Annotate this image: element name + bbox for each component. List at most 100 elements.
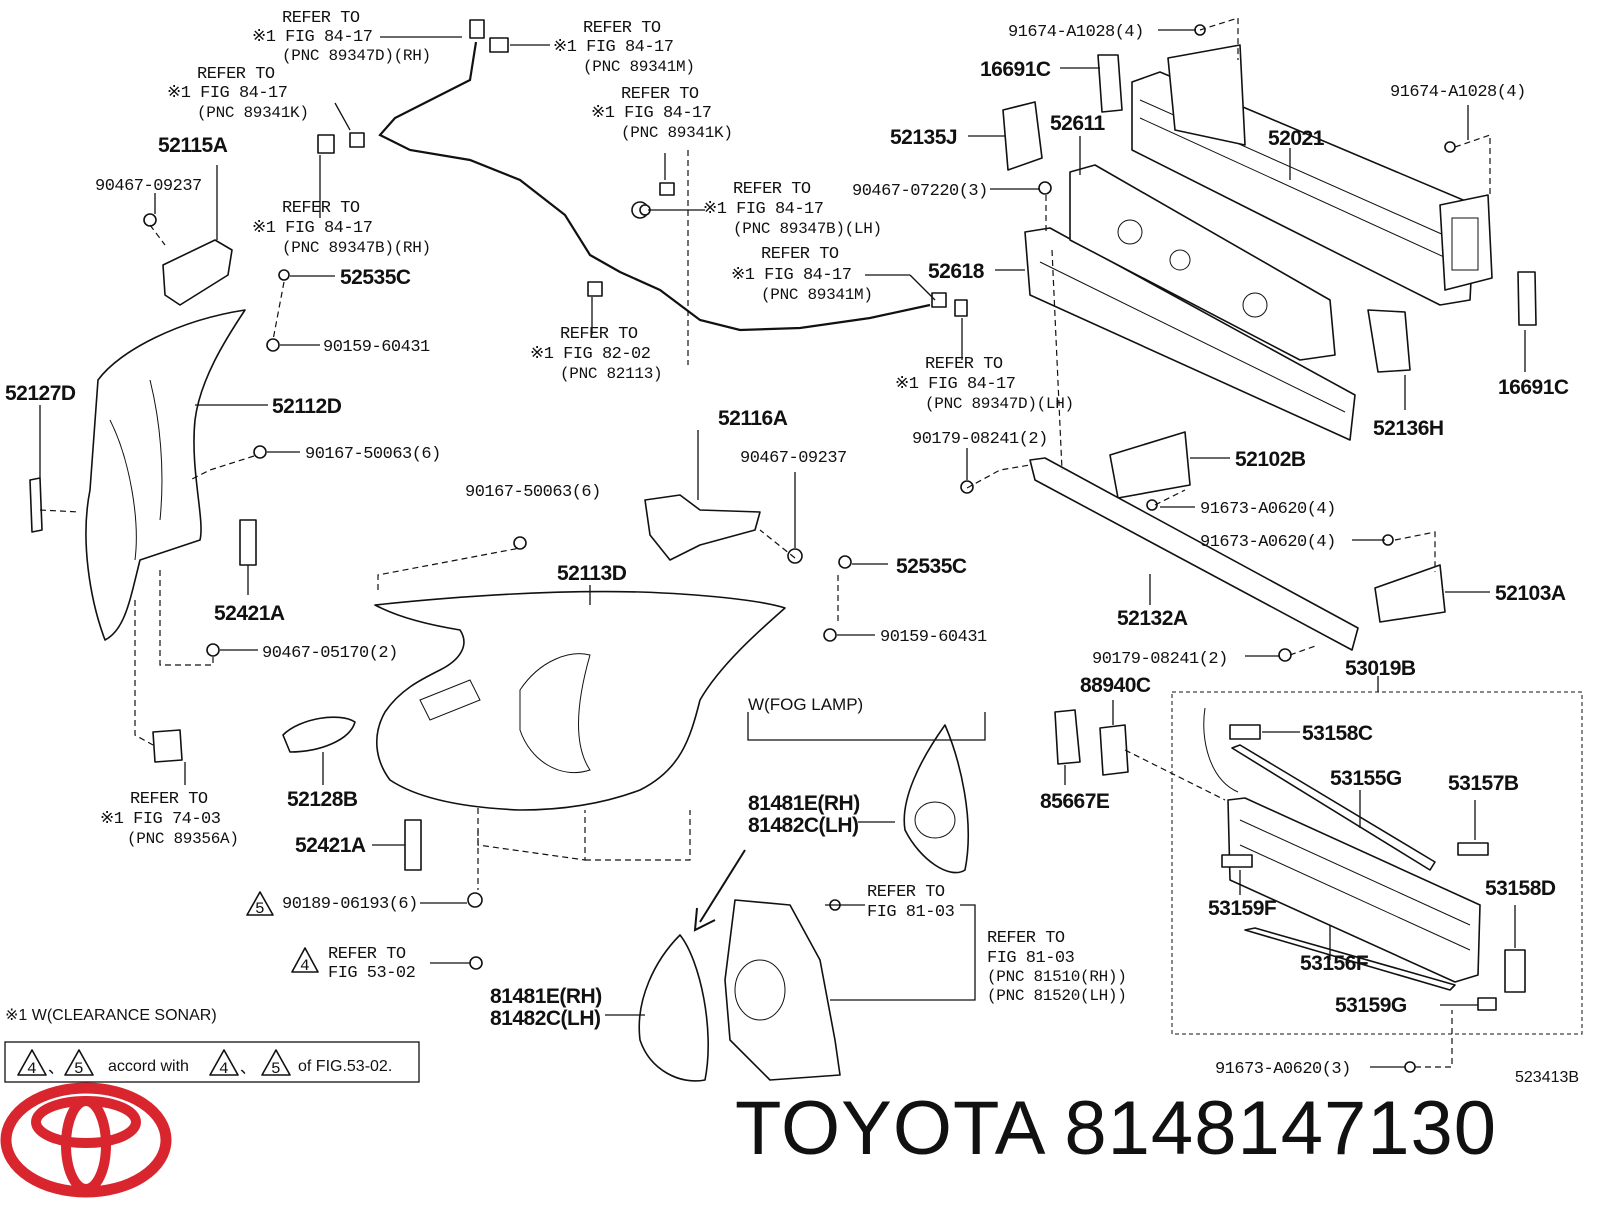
callout-refer-81-03-b: REFER TO FIG 81-03 (PNC 81510(RH)) (PNC … xyxy=(987,929,1127,1005)
callout-line: FIG 81-03 xyxy=(987,949,1075,968)
part-label: 91673-A0620(3) xyxy=(1215,1060,1351,1079)
part-label: 16691C xyxy=(1498,376,1569,399)
part-label: 85667E xyxy=(1040,790,1110,813)
callout-line: ※1 FIG 84-17 xyxy=(731,266,851,285)
triangle-4-number: 4 xyxy=(300,957,309,975)
callout-refer-89341m-mid: REFER TO ※1 FIG 84-17 (PNC 89341M) xyxy=(731,245,873,304)
legend-symbol: 5 xyxy=(74,1060,83,1078)
pad-52421a-lower xyxy=(404,819,422,871)
callout-line: FIG 53-02 xyxy=(328,964,415,983)
part-label: 52535C xyxy=(896,555,967,578)
part-label: 52021 xyxy=(1268,127,1325,150)
triangle-5-icon xyxy=(64,1049,94,1076)
callout-refer-89341k-mid: REFER TO ※1 FIG 84-17 (PNC 89341K) xyxy=(591,85,733,142)
legend-box: 4 、 5 accord with 4 、 5 of FIG.53-02. xyxy=(4,1041,420,1083)
part-label: 52115A xyxy=(158,134,228,157)
part-label: 91674-A1028(4) xyxy=(1390,83,1526,102)
callout-line: (PNC 81510(RH)) xyxy=(987,968,1127,986)
cover-89356a xyxy=(152,729,183,763)
callout-line: REFER TO xyxy=(130,790,208,809)
part-label: 90467-05170(2) xyxy=(262,644,398,663)
part-label: 52132A xyxy=(1117,607,1188,630)
callout-refer-89347d-lh: REFER TO ※1 FIG 84-17 (PNC 89347D)(LH) xyxy=(895,355,1074,413)
callout-line: ※1 FIG 84-17 xyxy=(252,219,372,238)
grille-assembly-53019b xyxy=(1171,691,1583,1035)
callout-line: REFER TO xyxy=(987,929,1065,948)
fog-bezel-lower xyxy=(638,934,709,1082)
callout-line: ※1 FIG 84-17 xyxy=(553,38,673,57)
callout-line: REFER TO xyxy=(583,19,661,38)
part-labels-left: 52115A 90467-09237 52535C 90159-60431 52… xyxy=(5,134,988,1030)
part-label: 90159-60431 xyxy=(880,628,987,647)
retainer-52103a xyxy=(1374,564,1446,623)
part-label: 91674-A1028(4) xyxy=(1008,23,1144,42)
part-label: 52102B xyxy=(1235,448,1306,471)
callout-line: ※1 FIG 84-17 xyxy=(167,84,287,103)
callout-line: REFER TO xyxy=(925,355,1003,374)
callout-refer-89356a: REFER TO ※1 FIG 74-03 (PNC 89356A) xyxy=(100,790,239,848)
callout-line: REFER TO xyxy=(328,945,406,964)
callout-line: (PNC 89347B)(LH) xyxy=(733,220,882,238)
callout-line: (PNC 82113) xyxy=(560,365,662,383)
part-label: 88940C xyxy=(1080,674,1151,697)
brand-title: TOYOTA 8148147130 xyxy=(735,1085,1497,1172)
bracket-88940c xyxy=(1099,724,1129,776)
part-label: 52421A xyxy=(295,834,366,857)
part-labels-right: 91674-A1028(4) 16691C 52021 91674-A1028(… xyxy=(852,23,1569,1079)
part-label: 90179-08241(2) xyxy=(912,430,1048,449)
reinforcement-52132a xyxy=(1029,457,1359,651)
wire-harness xyxy=(317,19,968,332)
callout-line: REFER TO xyxy=(282,9,360,28)
legend-symbol: 4 xyxy=(27,1060,36,1078)
callout-line: ※1 FIG 84-17 xyxy=(591,104,711,123)
legend-symbol: 4 xyxy=(219,1060,228,1078)
part-label: 90167-50063(6) xyxy=(465,483,601,502)
part-label: 91673-A0620(4) xyxy=(1200,533,1336,552)
callout-line: (PNC 89341M) xyxy=(583,58,695,76)
triangle-5-icon xyxy=(261,1049,291,1076)
callout-refer-81-03-a: REFER TO FIG 81-03 xyxy=(867,883,955,922)
triangle-4-icon xyxy=(209,1049,239,1076)
dashed-guide-lines xyxy=(39,17,1491,1068)
triangle-5-number: 5 xyxy=(255,900,264,918)
callout-refer-89341k-left: REFER TO ※1 FIG 84-17 (PNC 89341K) xyxy=(167,65,309,122)
bracket-52611 xyxy=(1069,164,1336,361)
part-label: 53156F xyxy=(1300,952,1369,975)
part-label: 81482C(LH) xyxy=(490,1007,601,1030)
part-label: 52135J xyxy=(890,126,957,149)
callout-line: (PNC 89347D)(LH) xyxy=(925,395,1074,413)
callout-line: (PNC 89347B)(RH) xyxy=(282,239,431,257)
legend-text: accord with xyxy=(108,1058,189,1075)
brand-name: TOYOTA xyxy=(735,1086,1043,1171)
callout-line: ※1 FIG 82-02 xyxy=(530,345,650,364)
part-label: 52421A xyxy=(214,602,285,625)
toyota-logo-icon xyxy=(0,1082,172,1198)
part-label: 52113D xyxy=(557,562,627,585)
cover-16691c-right xyxy=(1517,271,1537,326)
part-label: 53159F xyxy=(1208,897,1277,920)
part-label: 53019B xyxy=(1345,657,1416,680)
callout-line: (PNC 89356A) xyxy=(127,830,239,848)
part-label: 52535C xyxy=(340,266,411,289)
cap-52128b xyxy=(282,716,356,753)
part-label: 52103A xyxy=(1495,582,1566,605)
part-label: 53157B xyxy=(1448,772,1519,795)
diagram-code: 523413B xyxy=(1515,1069,1579,1086)
leader-lines xyxy=(39,29,1526,1068)
part-label: 90467-09237 xyxy=(95,177,202,196)
callout-line: (PNC 89347D)(RH) xyxy=(282,47,431,65)
callout-line: REFER TO xyxy=(621,85,699,104)
part-label: 52611 xyxy=(1050,112,1106,135)
part-label: 81481E(RH) xyxy=(490,985,602,1008)
part-label: 53158C xyxy=(1302,722,1373,745)
callout-line: REFER TO xyxy=(733,180,811,199)
part-label: 90167-50063(6) xyxy=(305,445,441,464)
callout-line: FIG 81-03 xyxy=(867,903,955,922)
callout-line: ※1 FIG 74-03 xyxy=(100,810,221,829)
part-label: 16691C xyxy=(980,58,1051,81)
part-label: 52128B xyxy=(287,788,358,811)
callout-refer-89347b-lh: REFER TO ※1 FIG 84-17 (PNC 89347B)(LH) xyxy=(703,180,882,238)
part-label: 90467-09237 xyxy=(740,449,847,468)
callout-line: ※1 FIG 84-17 xyxy=(895,375,1015,394)
